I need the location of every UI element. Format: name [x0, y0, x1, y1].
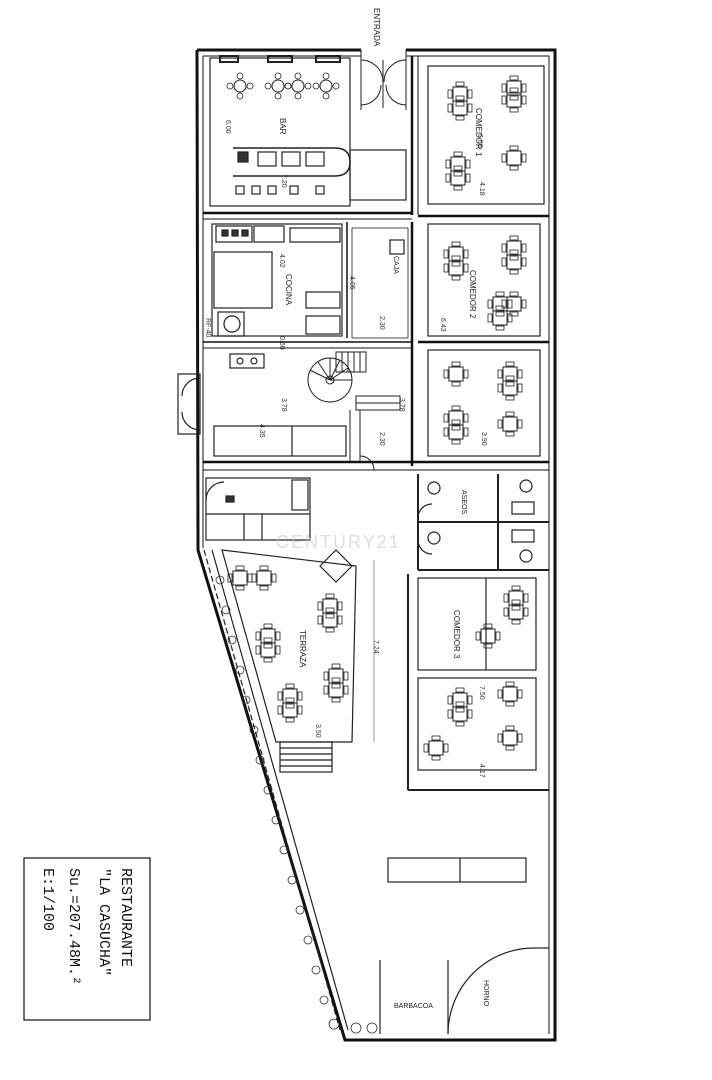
comedor-1-room — [427, 65, 545, 205]
dim-ter-h: 7.24 — [372, 640, 379, 654]
caja-room — [351, 227, 409, 339]
dim-hall-h: 2.30 — [378, 432, 385, 446]
dim-bar-w: 6.00 — [224, 120, 231, 134]
comedor-2-room — [427, 223, 541, 457]
bar-zone — [209, 55, 407, 207]
dim-hall-w: 3.78 — [398, 398, 405, 412]
dim-bar-h: 7.20 — [280, 174, 287, 188]
spiral-staircase — [307, 351, 367, 403]
dim-com2b-h: 3.90 — [480, 432, 487, 446]
title-line-3: Su.=207.48M.² — [65, 868, 82, 985]
entrance-doors[interactable] — [360, 50, 407, 110]
comedor-1-tables — [445, 75, 527, 191]
dim-cocina-h: 0.60 — [278, 336, 285, 350]
cocina-room — [211, 223, 343, 337]
horno-label: HORNO — [482, 980, 489, 1007]
bar-label: BAR — [278, 118, 287, 135]
entrance-label: ENTRADA — [372, 8, 381, 47]
title-line-1: RESTAURANTE — [117, 868, 134, 967]
comedor-1-label: COMEDOR 1 — [474, 108, 483, 157]
title-line-2: "LA CASUCHA" — [95, 868, 112, 976]
interior-walls — [203, 56, 549, 471]
terraza-label: TERRAZA — [298, 630, 307, 668]
cocina-label: COCINA — [284, 274, 293, 306]
bar-tables — [226, 72, 340, 100]
terraza-zone — [203, 549, 357, 1031]
dim-kitchen2-h: 4.35 — [258, 424, 265, 438]
comedor-2-label: COMEDOR 2 — [468, 270, 477, 319]
dim-com3-h: 7.50 — [478, 686, 485, 700]
dim-com3b-h: 4.17 — [478, 764, 485, 778]
lower-kitchen — [177, 353, 347, 457]
dim-com2-h: 6.43 — [439, 318, 446, 332]
dim-com1-w: 6.00 — [476, 134, 483, 148]
aseos-label: ASEOS — [460, 490, 467, 514]
dim-kitchen2-w: 3.78 — [280, 398, 287, 412]
dim-caja-h: 2.30 — [378, 316, 385, 330]
terraza-plants — [215, 575, 378, 1034]
outer-walls — [195, 48, 557, 1042]
dim-com1-h: 4.18 — [478, 182, 485, 196]
hall-stair — [349, 395, 401, 471]
caja-label: CAJA — [392, 256, 399, 274]
refrig-label: RF-40 — [204, 318, 211, 338]
title-block: RESTAURANTE "LA CASUCHA" Su.=207.48M.² E… — [23, 857, 151, 1021]
watermark: CENTURY21 — [276, 532, 401, 552]
aseos-zone — [417, 474, 549, 571]
patio-zone — [379, 789, 549, 1035]
title-line-4: E:1/100 — [39, 868, 56, 931]
comedor-3-label: COMEDOR 3 — [452, 610, 461, 659]
comedor-2-tables — [443, 235, 527, 445]
dim-ter-w: 3.50 — [314, 724, 321, 738]
storage-zone — [205, 477, 311, 541]
comedor-3-room — [407, 574, 537, 790]
comedor-3-tables — [423, 585, 529, 761]
dim-caja-w: 4.05 — [348, 276, 355, 290]
dim-cocina-w: 4.02 — [278, 254, 285, 268]
barbacoa-label: BARBACOA — [394, 1003, 433, 1010]
